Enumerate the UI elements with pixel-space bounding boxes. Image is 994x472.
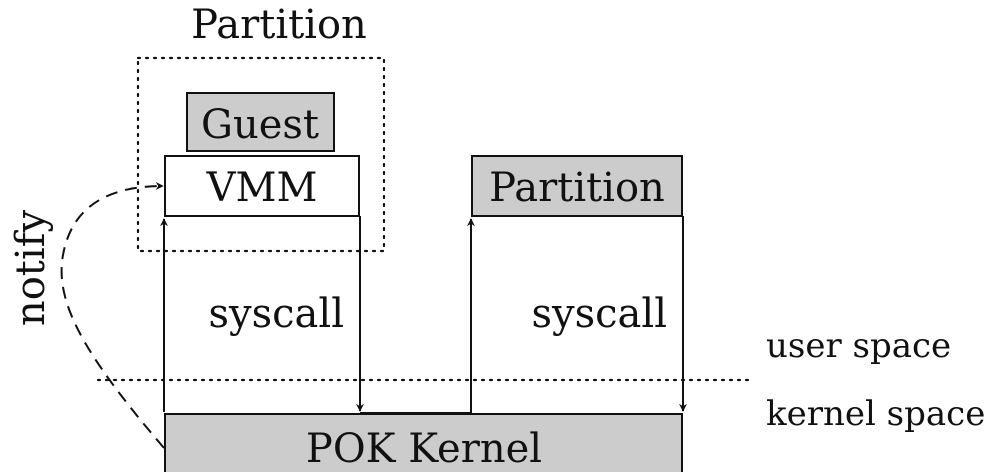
partition-group-title: Partition	[191, 2, 367, 48]
vmm-box-label: VMM	[206, 165, 318, 211]
vmm-box	[164, 155, 360, 217]
syscall-left-label: syscall	[209, 291, 345, 337]
notify-label: notify	[8, 210, 54, 327]
kernel-box	[164, 413, 683, 472]
kernel-box-label: POK Kernel	[306, 426, 542, 472]
syscall-right-label: syscall	[532, 291, 668, 337]
partition-group-outline	[136, 56, 386, 253]
notify-dashed-arrow	[60, 182, 165, 449]
partition-box	[471, 155, 683, 217]
kernel-space-label: kernel space	[766, 394, 985, 434]
guest-box	[186, 92, 335, 152]
user-space-label: user space	[766, 326, 951, 366]
partition-box-label: Partition	[489, 165, 665, 211]
guest-box-label: Guest	[201, 102, 319, 148]
